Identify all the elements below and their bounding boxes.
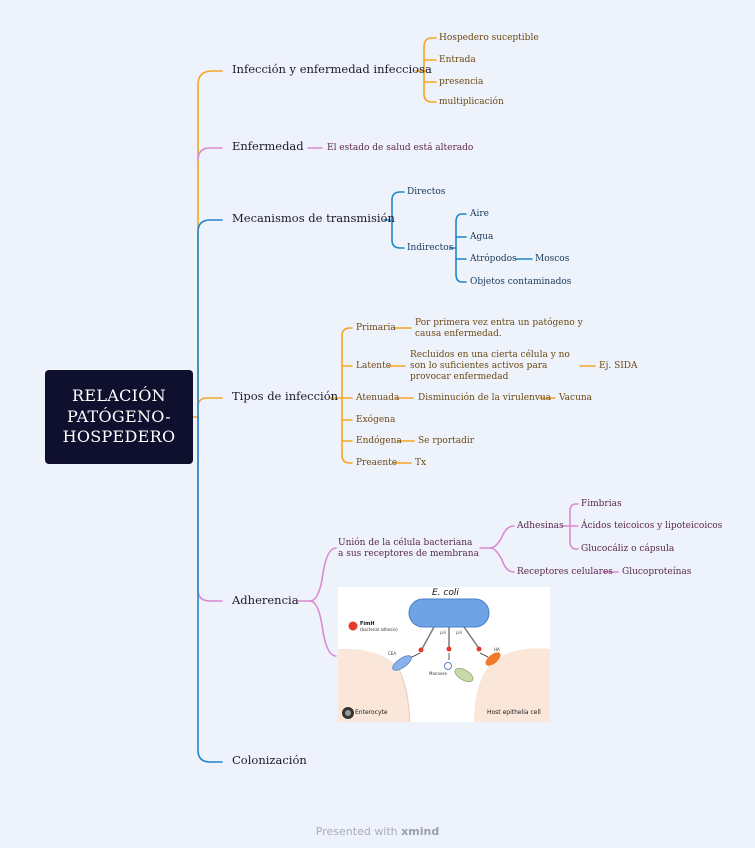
- node-atenuada[interactable]: Atenuada: [356, 393, 400, 403]
- adhesion-diagram: [338, 598, 550, 722]
- figure-receptor-right: HA: [494, 647, 500, 652]
- node-directos[interactable]: Directos: [407, 187, 446, 197]
- branch-adherencia[interactable]: Adherencia: [232, 593, 299, 607]
- node-presencia[interactable]: presencia: [439, 77, 484, 87]
- figure-receptor-left: CEA: [388, 651, 397, 656]
- node-fimbrias[interactable]: Fimbrias: [581, 499, 622, 509]
- node-entrada[interactable]: Entrada: [439, 55, 476, 65]
- node-atenuada-desc[interactable]: Disminución de la virulenvua: [418, 393, 552, 403]
- figure-host-right: Host epithelia cell: [487, 709, 541, 716]
- node-primaria[interactable]: Primaria: [356, 323, 396, 333]
- node-objetos[interactable]: Objetos contaminados: [470, 277, 572, 287]
- footer-prefix: Presented with: [315, 825, 398, 838]
- central-line-3: HOSPEDERO: [62, 427, 176, 447]
- central-line-1: RELACIÓN: [72, 385, 166, 405]
- node-preaente-desc[interactable]: Tx: [415, 458, 427, 468]
- branch-tipos[interactable]: Tipos de infección: [232, 389, 339, 403]
- node-multiplicacion[interactable]: multiplicación: [439, 97, 504, 107]
- node-hospedero[interactable]: Hospedero suceptible: [439, 33, 539, 43]
- central-line-2: PATÓGENO-: [66, 406, 172, 426]
- node-preaente[interactable]: Preaente: [356, 458, 398, 468]
- branch-colonizacion[interactable]: Colonización: [232, 753, 307, 767]
- node-estado-salud[interactable]: El estado de salud está alterado: [327, 143, 474, 153]
- node-latente[interactable]: Latente: [356, 361, 392, 371]
- figure-legend: FimH: [360, 621, 375, 627]
- node-adhesinas[interactable]: Adhesinas: [517, 521, 564, 531]
- node-acidos[interactable]: Ácidos teicoicos y lipoteicoicos: [581, 521, 723, 531]
- node-moscos[interactable]: Moscos: [535, 254, 570, 264]
- node-aire[interactable]: Aire: [470, 209, 490, 219]
- node-exogena[interactable]: Exógena: [356, 415, 396, 425]
- branch-infeccion[interactable]: Infección y enfermedad infecciosa: [232, 62, 432, 76]
- node-vacuna[interactable]: Vacuna: [559, 393, 593, 403]
- node-endogena-desc[interactable]: Se rportadir: [418, 436, 475, 446]
- figure-legend-sub: (bacterial adhesin): [360, 627, 398, 632]
- figure-host-left: Enterocyte: [355, 709, 388, 716]
- node-union[interactable]: Unión de la célula bacteriana a sus rece…: [338, 538, 479, 559]
- branch-mecanismos[interactable]: Mecanismos de transmisión: [232, 211, 395, 225]
- node-glucoproteinas[interactable]: Glucoproteínas: [622, 567, 692, 577]
- central-topic[interactable]: RELACIÓN PATÓGENO- HOSPEDERO: [45, 370, 193, 464]
- node-glucocaliz[interactable]: Glucocáliz o cápsula: [581, 544, 675, 554]
- node-latente-desc[interactable]: Recluidos en una cierta célula y no son …: [410, 350, 570, 382]
- node-indirectos[interactable]: Indirectos: [407, 243, 454, 253]
- figure-pili-left: pili: [440, 630, 446, 635]
- figure-pili-right: pili: [456, 630, 462, 635]
- branch-enfermedad[interactable]: Enfermedad: [232, 139, 304, 153]
- footer-branding: Presented with xmind: [0, 825, 755, 838]
- adhesion-figure[interactable]: E. coli FimH (bacterial adhesin) pili pi…: [338, 587, 550, 722]
- node-agua[interactable]: Agua: [470, 232, 494, 242]
- node-receptores[interactable]: Receptores celulares: [517, 567, 613, 577]
- node-endogena[interactable]: Endógena: [356, 436, 402, 446]
- footer-brand: xmind: [401, 825, 440, 838]
- figure-receptor-mid: Mannose: [429, 671, 447, 676]
- figure-title: E. coli: [432, 588, 459, 598]
- node-primaria-desc[interactable]: Por primera vez entra un patógeno y caus…: [415, 318, 583, 339]
- node-ej-sida[interactable]: Ej. SIDA: [599, 361, 638, 371]
- node-atropodos[interactable]: Atrópodos: [470, 254, 517, 264]
